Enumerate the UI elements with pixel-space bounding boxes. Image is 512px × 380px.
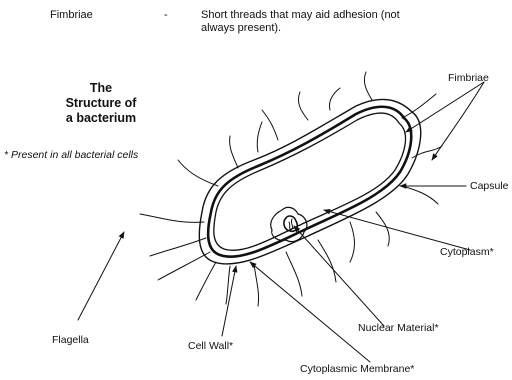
label-cytoplasm: Cytoplasm* [440, 246, 494, 259]
label-nuclear-material: Nuclear Material* [358, 322, 439, 335]
capsule-outline [199, 99, 420, 264]
label-pointers [78, 82, 484, 362]
label-cell-wall: Cell Wall* [188, 340, 233, 353]
label-fimbriae: Fimbriae [448, 72, 489, 85]
flagella-threads [140, 72, 442, 306]
label-flagella: Flagella [52, 334, 89, 347]
label-capsule: Capsule [470, 180, 509, 193]
label-cytoplasmic-membrane: Cytoplasmic Membrane* [300, 363, 414, 376]
